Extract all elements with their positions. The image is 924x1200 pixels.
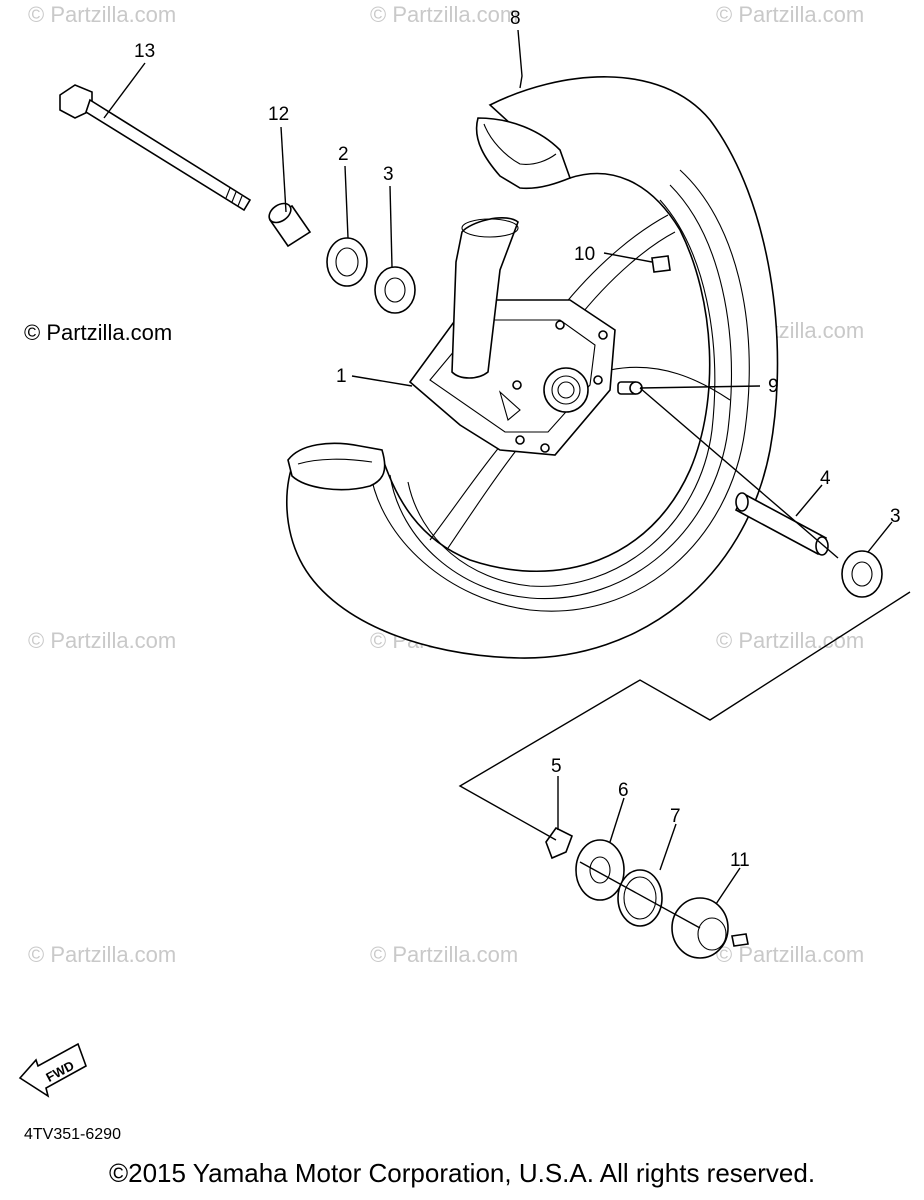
clutch-part-5	[545, 826, 574, 860]
copyright-notice: ©2015 Yamaha Motor Corporation, U.S.A. A…	[108, 1158, 816, 1188]
valve-part-10	[651, 255, 671, 273]
fwd-arrow: FWD	[18, 1042, 87, 1098]
callout-13: 13	[134, 41, 155, 62]
callout-7: 7	[670, 806, 681, 827]
callout-10: 10	[574, 244, 595, 265]
watermark: © Partzilla.com	[28, 942, 176, 967]
bearing-part-3-upper	[374, 266, 416, 314]
callout-4: 4	[820, 468, 831, 489]
callout-6: 6	[618, 780, 629, 801]
watermark: © Partzilla.com	[716, 2, 864, 27]
bolt-part-9	[617, 381, 643, 395]
leader-lines	[103, 29, 893, 905]
ring-part-7	[617, 869, 663, 927]
watermark: © Partzilla.com	[370, 942, 518, 967]
callout-3-upper: 3	[383, 164, 394, 185]
callouts: 13 12 2 3 8 10 1 9 4 3 5 6 7 11	[134, 8, 901, 871]
callout-3-lower: 3	[890, 506, 901, 527]
callout-12: 12	[268, 104, 289, 125]
watermark: © Partzilla.com	[370, 2, 518, 27]
callout-11: 11	[730, 850, 750, 871]
callout-8: 8	[510, 8, 521, 29]
watermark: © Partzilla.com	[716, 942, 864, 967]
callout-5: 5	[551, 756, 562, 777]
watermark-primary: © Partzilla.com	[24, 320, 172, 345]
wheel-tire	[286, 76, 779, 659]
diagram-code: 4TV351-6290	[24, 1126, 121, 1143]
watermark: © Partzilla.com	[28, 2, 176, 27]
connection-lines	[458, 387, 911, 929]
watermark: © Partzilla.com	[716, 628, 864, 653]
callout-2: 2	[338, 144, 349, 165]
bearing-part-3-lower	[841, 550, 883, 598]
callout-1: 1	[336, 366, 347, 387]
axle-part-13	[59, 84, 252, 212]
gear-part-6	[575, 839, 625, 901]
spacer-part-4	[734, 492, 829, 556]
wheel-hub	[408, 217, 616, 456]
watermark: © Partzilla.com	[28, 628, 176, 653]
collar-part-12	[268, 202, 312, 248]
callout-9: 9	[768, 376, 779, 397]
oil-seal-part-2	[326, 237, 368, 287]
